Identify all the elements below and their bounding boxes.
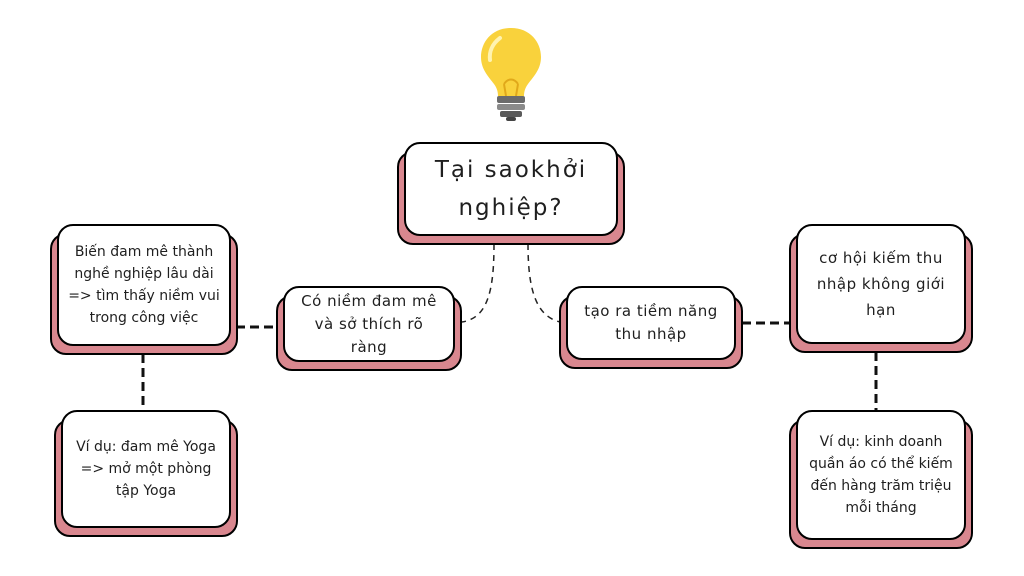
right-detail-node: cơ hội kiếm thu nhập không giới hạn [789, 224, 973, 353]
left-example-text: Ví dụ: đam mê Yoga => mở một phòng tập Y… [76, 439, 216, 499]
right-reason-node: tạo ra tiềm năng thu nhập [559, 286, 743, 369]
left-reason-node: Có niềm đam mê và sở thích rõ ràng [276, 286, 462, 371]
left-detail-node: Biến đam mê thành nghề nghiệp lâu dài =>… [50, 224, 238, 355]
right-example-text: Ví dụ: kinh doanh quần áo có thể kiếm đế… [809, 434, 953, 516]
lightbulb-icon [481, 28, 541, 121]
right-example-node: Ví dụ: kinh doanh quần áo có thể kiếm đế… [789, 410, 973, 549]
connector-root-left [461, 243, 495, 323]
left-reason-text: Có niềm đam mê và sở thích rõ ràng [301, 291, 437, 356]
left-example-node: Ví dụ: đam mê Yoga => mở một phòng tập Y… [54, 410, 238, 537]
right-reason-text: tạo ra tiềm năng thu nhập [584, 302, 718, 343]
root-node-text: Tại saokhởi nghiệp? [434, 157, 588, 221]
root-node: Tại saokhởi nghiệp? [397, 142, 625, 245]
right-detail-text: cơ hội kiếm thu nhập không giới hạn [816, 249, 946, 319]
connector-root-right [527, 243, 561, 323]
left-detail-text: Biến đam mê thành nghề nghiệp lâu dài =>… [68, 244, 220, 326]
